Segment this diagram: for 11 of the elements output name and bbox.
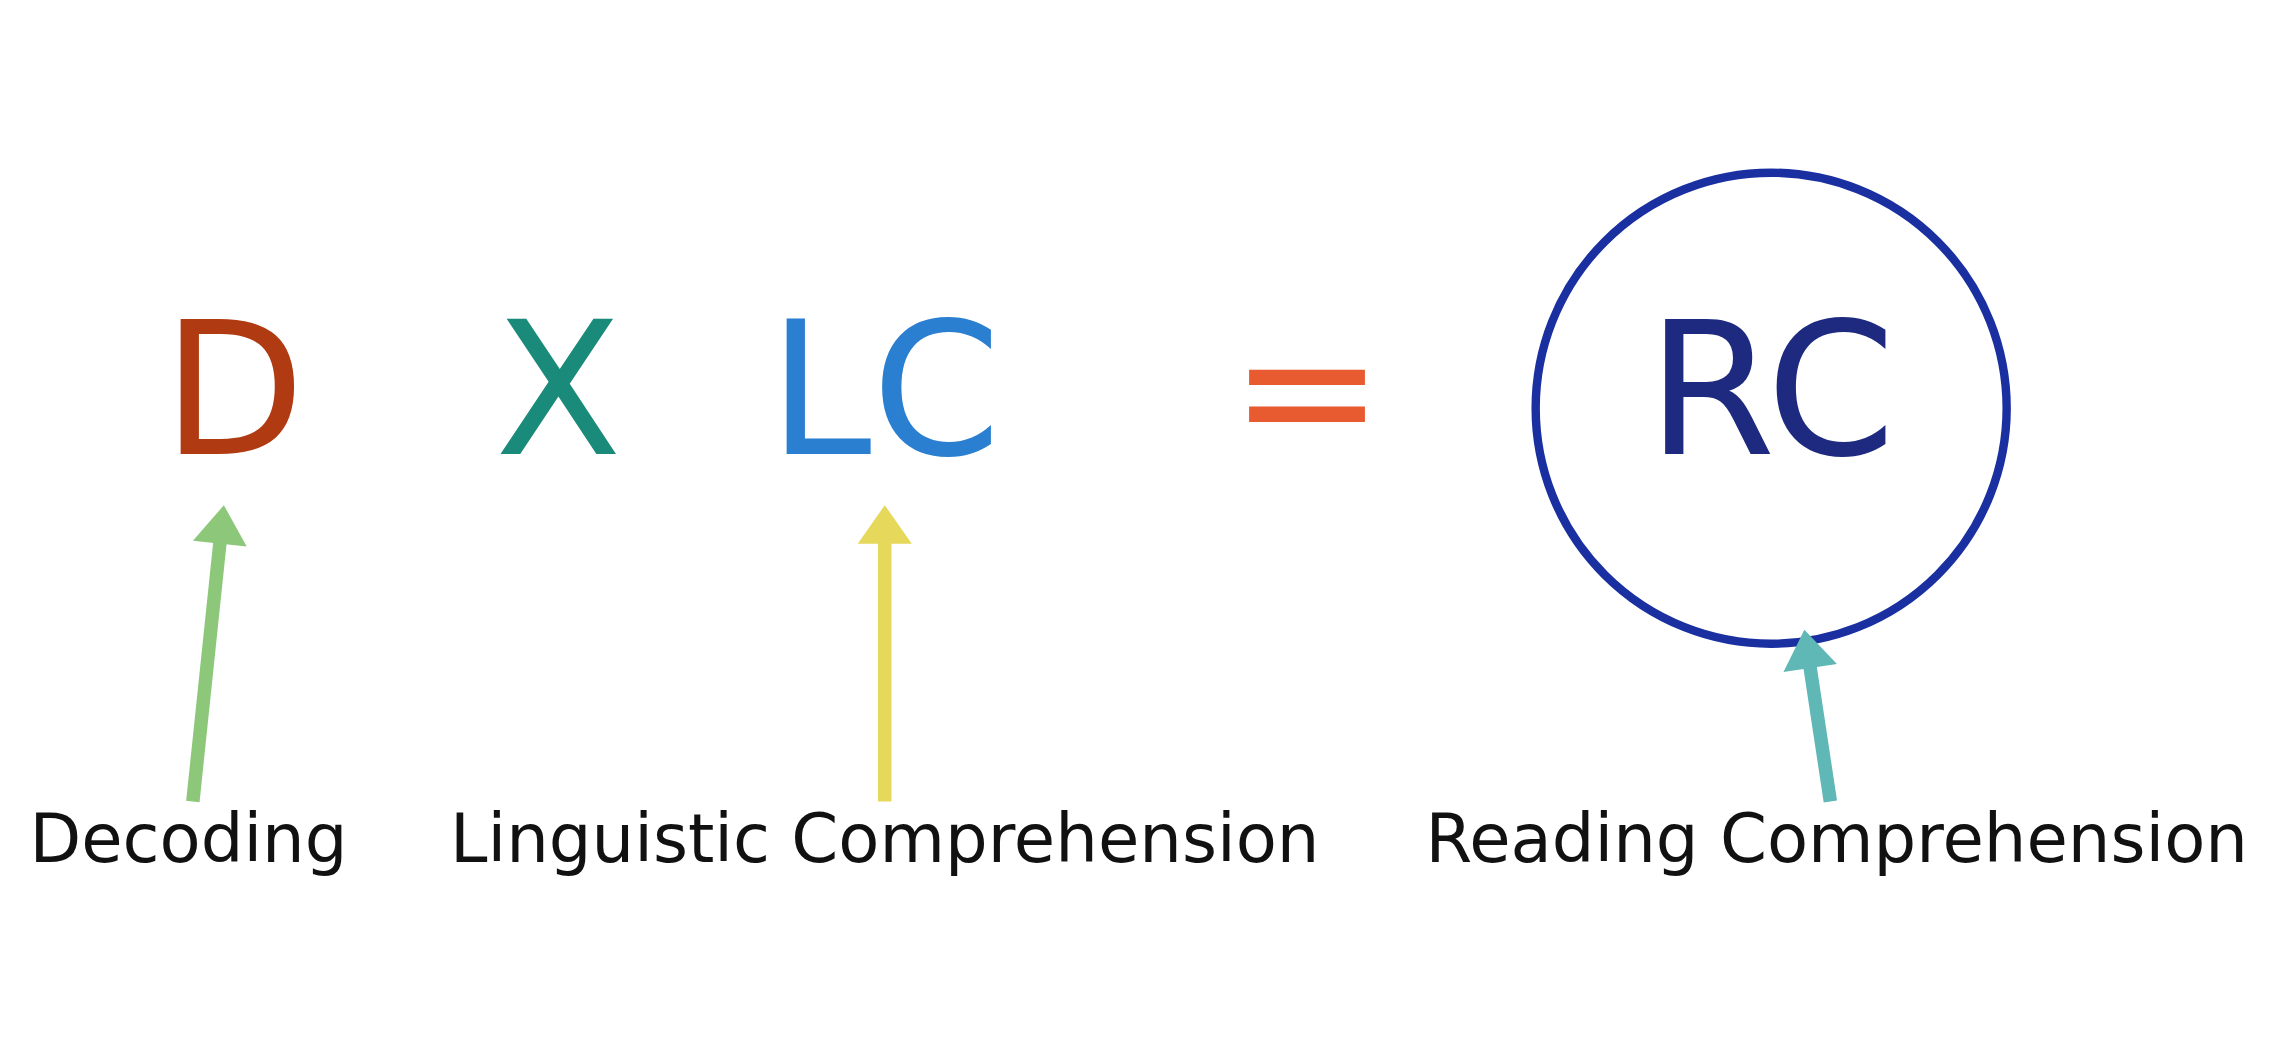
node-text: Decoding [29,799,348,878]
node-text: Reading Comprehension [1425,799,2249,878]
node-text: Linguistic Comprehension [450,799,1320,878]
label: X [495,281,622,498]
node-circle: RC [1531,168,2011,648]
node-text: D [162,281,306,498]
node-text: LC [768,281,1001,498]
arrow [1783,629,1837,802]
label: = [1229,281,1385,498]
arrow [857,504,912,801]
arrow [186,504,247,802]
